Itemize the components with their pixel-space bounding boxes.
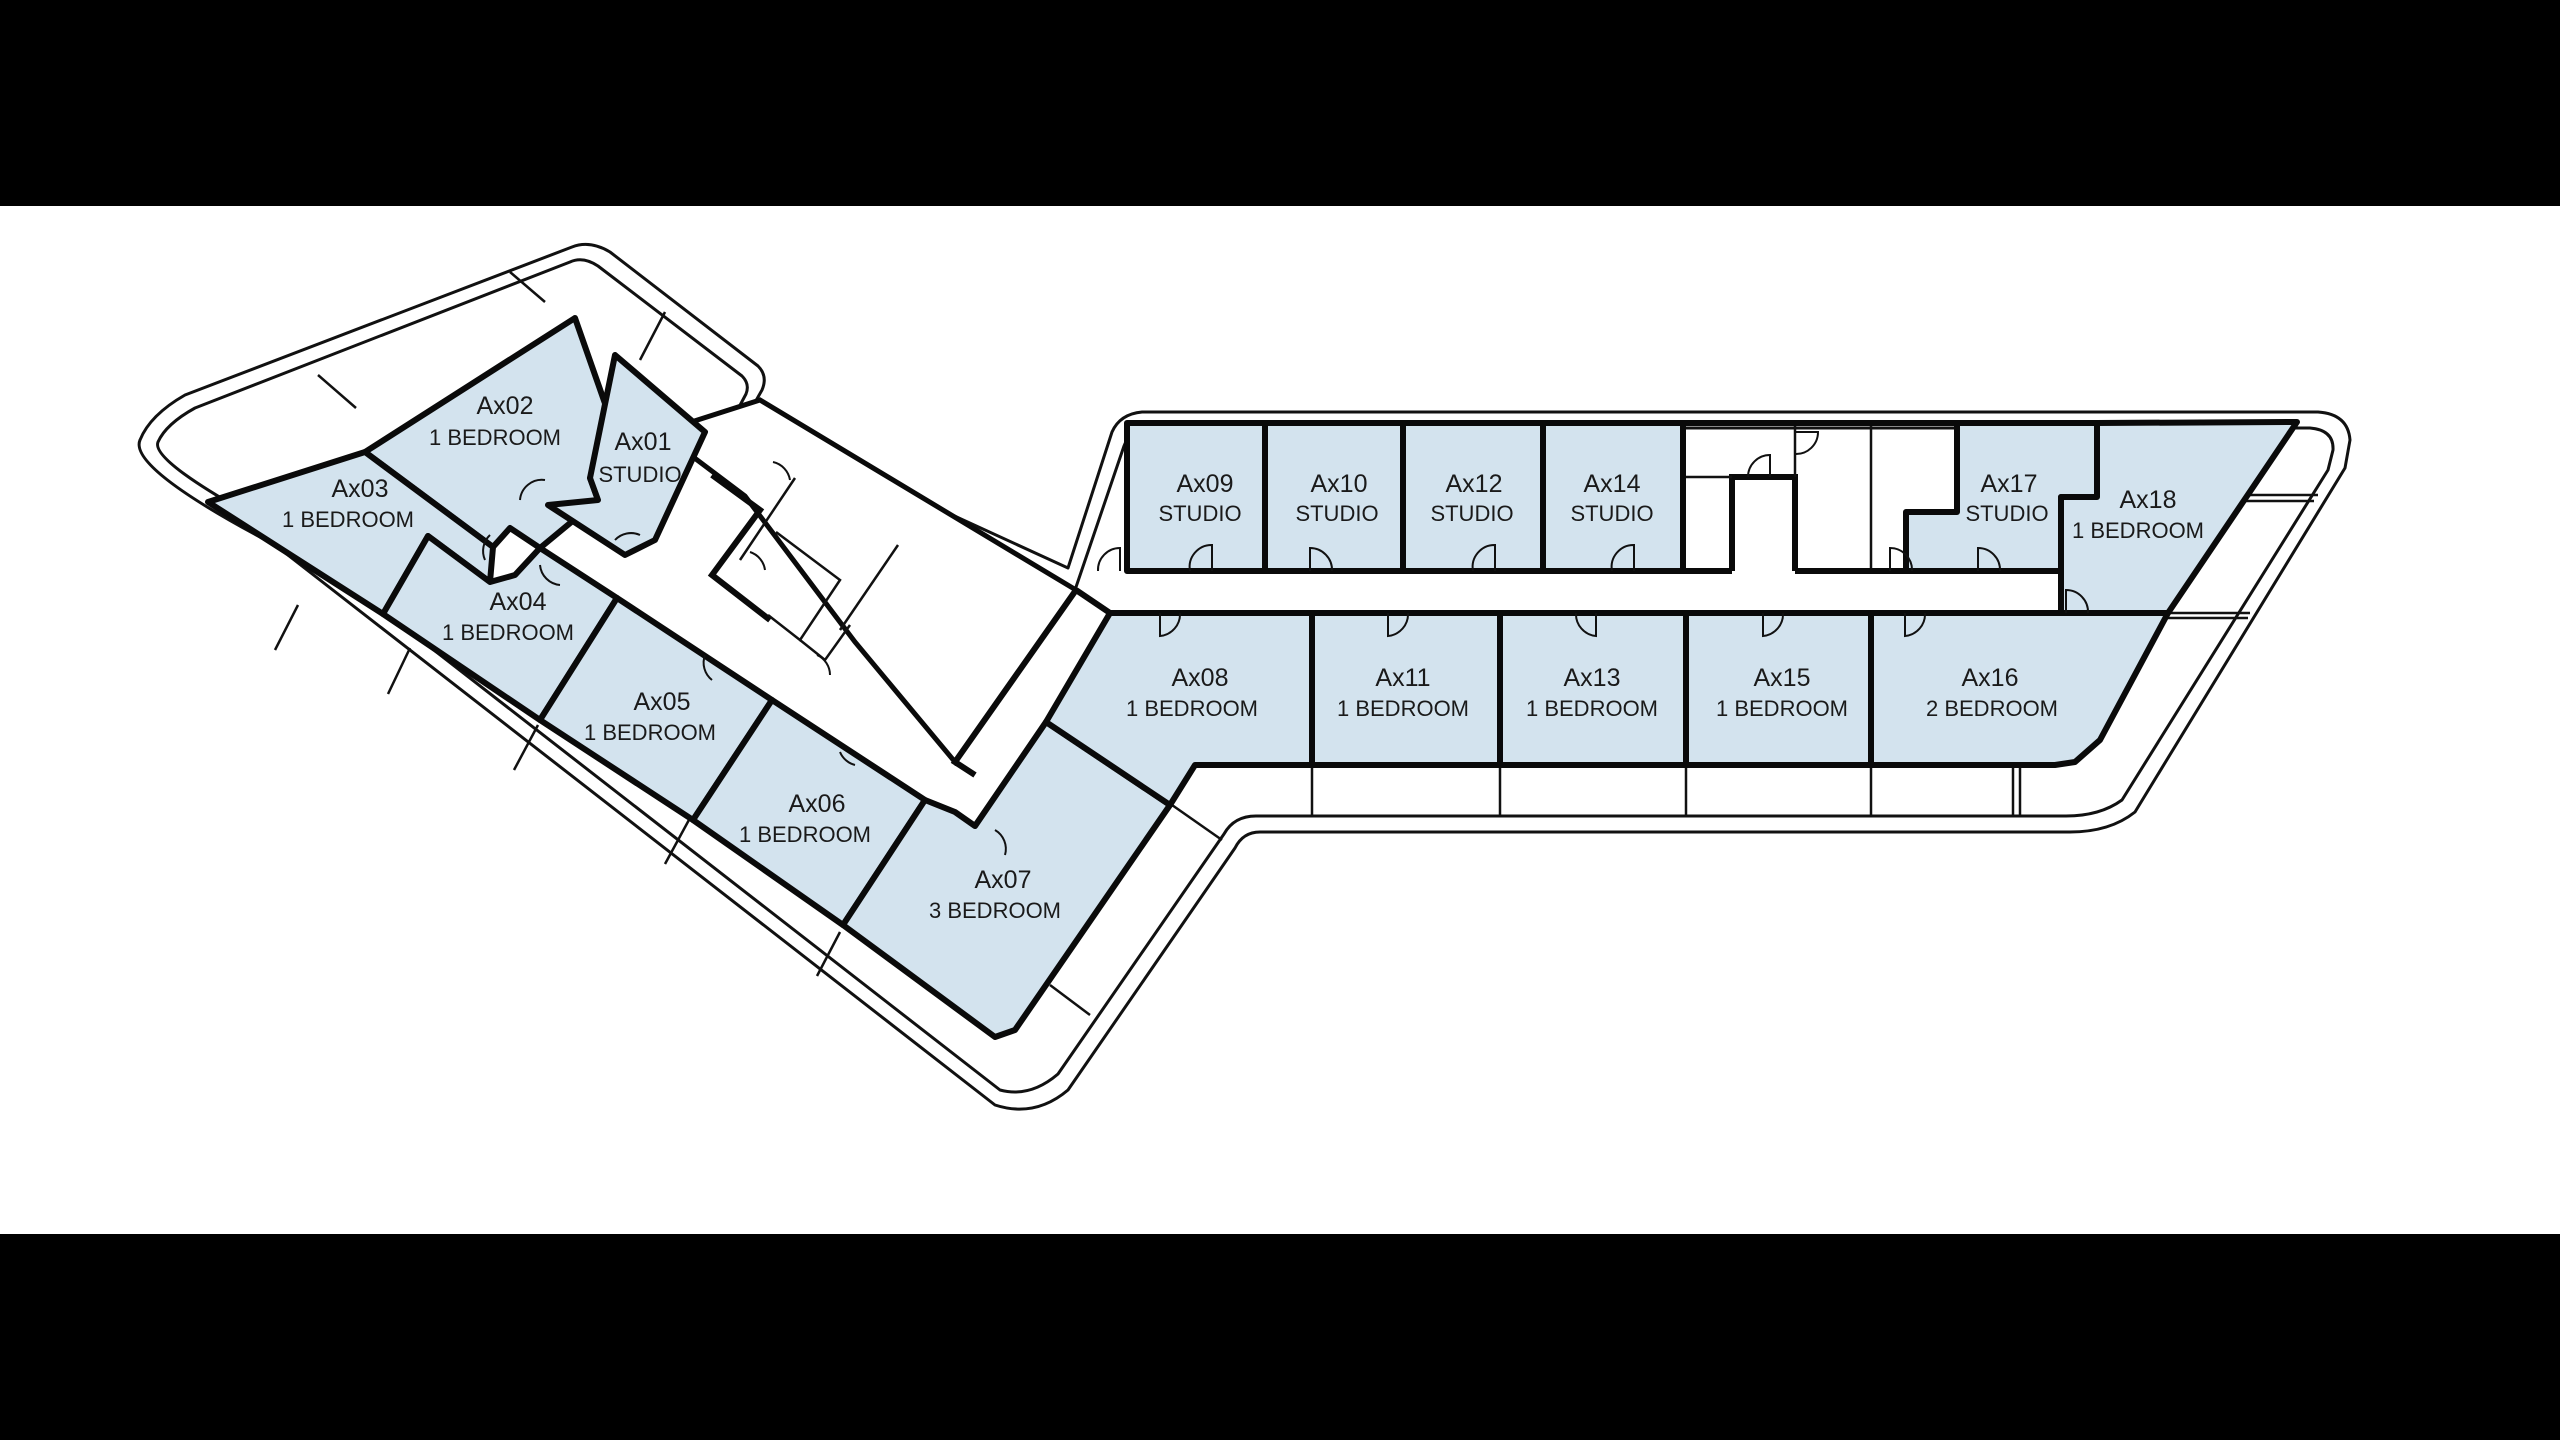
unit-type-label: 1 BEDROOM bbox=[429, 425, 561, 450]
unit-id-label: Ax04 bbox=[490, 588, 547, 616]
unit-type-label: 1 BEDROOM bbox=[1126, 696, 1258, 721]
door-icon bbox=[1747, 453, 1771, 478]
unit-id-label: Ax14 bbox=[1584, 470, 1641, 498]
door-icon bbox=[1188, 543, 1213, 572]
unit-Ax09[interactable]: Ax09 STUDIO bbox=[1124, 420, 1268, 574]
unit-id-label: Ax05 bbox=[634, 688, 691, 716]
door-icon bbox=[1309, 546, 1334, 572]
unit-Ax01[interactable]: Ax01 STUDIO bbox=[545, 352, 708, 558]
door-icon bbox=[1762, 612, 1785, 638]
unit-type-label: STUDIO bbox=[1295, 501, 1378, 526]
unit-id-label: Ax09 bbox=[1177, 470, 1234, 498]
floor-plan-svg: Ax02 1 BEDROOM Ax01 STUDIO Ax03 1 BEDROO… bbox=[137, 242, 2352, 1111]
unit-id-label: Ax10 bbox=[1311, 470, 1368, 498]
unit-type-label: 1 BEDROOM bbox=[442, 620, 574, 645]
door-icon bbox=[839, 751, 856, 766]
door-icon bbox=[816, 654, 831, 676]
letterbox-bottom bbox=[0, 1234, 2560, 1440]
unit-type-label: 3 BEDROOM bbox=[929, 898, 1061, 923]
unit-id-label: Ax07 bbox=[975, 866, 1032, 894]
unit-Ax10[interactable]: Ax10 STUDIO bbox=[1262, 420, 1406, 574]
door-icon bbox=[1794, 431, 1820, 456]
unit-id-label: Ax18 bbox=[2120, 486, 2177, 514]
unit-id-label: Ax01 bbox=[615, 428, 672, 456]
unit-Ax11[interactable]: Ax11 1 BEDROOM bbox=[1309, 610, 1503, 768]
door-icon bbox=[702, 654, 713, 681]
door-swings bbox=[482, 431, 2090, 856]
door-icon bbox=[994, 829, 1007, 856]
unit-Ax15[interactable]: Ax15 1 BEDROOM bbox=[1683, 610, 1874, 768]
door-icon bbox=[1096, 546, 1121, 572]
door-icon bbox=[749, 551, 766, 571]
door-icon bbox=[539, 564, 561, 586]
door-icon bbox=[1610, 543, 1635, 572]
unit-type-label: STUDIO bbox=[1965, 501, 2048, 526]
unit-id-label: Ax08 bbox=[1172, 664, 1229, 692]
door-icon bbox=[1574, 612, 1597, 638]
unit-id-label: Ax11 bbox=[1375, 664, 1430, 692]
corridor-walls bbox=[950, 420, 2168, 778]
door-icon bbox=[1977, 546, 2002, 572]
door-icon bbox=[2065, 588, 2090, 614]
unit-type-label: 2 BEDROOM bbox=[1926, 696, 2058, 721]
unit-type-label: 1 BEDROOM bbox=[584, 720, 716, 745]
unit-Ax08[interactable]: Ax08 1 BEDROOM bbox=[1043, 610, 1315, 808]
unit-id-label: Ax15 bbox=[1754, 664, 1811, 692]
unit-type-label: STUDIO bbox=[1430, 501, 1513, 526]
unit-id-label: Ax12 bbox=[1446, 470, 1503, 498]
door-icon bbox=[519, 478, 546, 501]
building-outline bbox=[137, 242, 2352, 1111]
unit-id-label: Ax13 bbox=[1564, 664, 1621, 692]
door-icon bbox=[1387, 612, 1410, 638]
door-icon bbox=[1159, 612, 1182, 638]
door-icon bbox=[1904, 612, 1927, 638]
door-icon bbox=[1889, 546, 1914, 572]
unit-type-label: 1 BEDROOM bbox=[1716, 696, 1848, 721]
unit-id-label: Ax03 bbox=[332, 475, 389, 503]
door-icon bbox=[1471, 543, 1496, 572]
unit-Ax16[interactable]: Ax16 2 BEDROOM bbox=[1868, 610, 2171, 768]
unit-type-label: STUDIO bbox=[598, 462, 681, 487]
unit-Ax05[interactable]: Ax05 1 BEDROOM bbox=[537, 595, 775, 823]
balcony-dividers bbox=[273, 271, 2318, 1016]
letterbox-top bbox=[0, 0, 2560, 206]
unit-id-label: Ax16 bbox=[1962, 664, 2019, 692]
unit-id-label: Ax02 bbox=[477, 392, 534, 420]
door-icon bbox=[614, 532, 641, 541]
unit-type-label: STUDIO bbox=[1158, 501, 1241, 526]
unit-type-label: 1 BEDROOM bbox=[2072, 518, 2204, 543]
unit-type-label: STUDIO bbox=[1570, 501, 1653, 526]
unit-id-label: Ax06 bbox=[789, 790, 846, 818]
unit-type-label: 1 BEDROOM bbox=[282, 507, 414, 532]
unit-type-label: 1 BEDROOM bbox=[1526, 696, 1658, 721]
unit-Ax04[interactable]: Ax04 1 BEDROOM bbox=[380, 533, 620, 723]
floor-plan: Ax02 1 BEDROOM Ax01 STUDIO Ax03 1 BEDROO… bbox=[0, 206, 2560, 1234]
unit-id-label: Ax17 bbox=[1981, 470, 2038, 498]
door-icon bbox=[772, 461, 791, 481]
unit-Ax14[interactable]: Ax14 STUDIO bbox=[1540, 420, 1686, 574]
unit-Ax12[interactable]: Ax12 STUDIO bbox=[1400, 420, 1546, 574]
door-icon bbox=[482, 534, 491, 561]
unit-type-label: 1 BEDROOM bbox=[1337, 696, 1469, 721]
unit-type-label: 1 BEDROOM bbox=[739, 822, 871, 847]
unit-Ax18[interactable]: Ax18 1 BEDROOM bbox=[2058, 419, 2300, 616]
